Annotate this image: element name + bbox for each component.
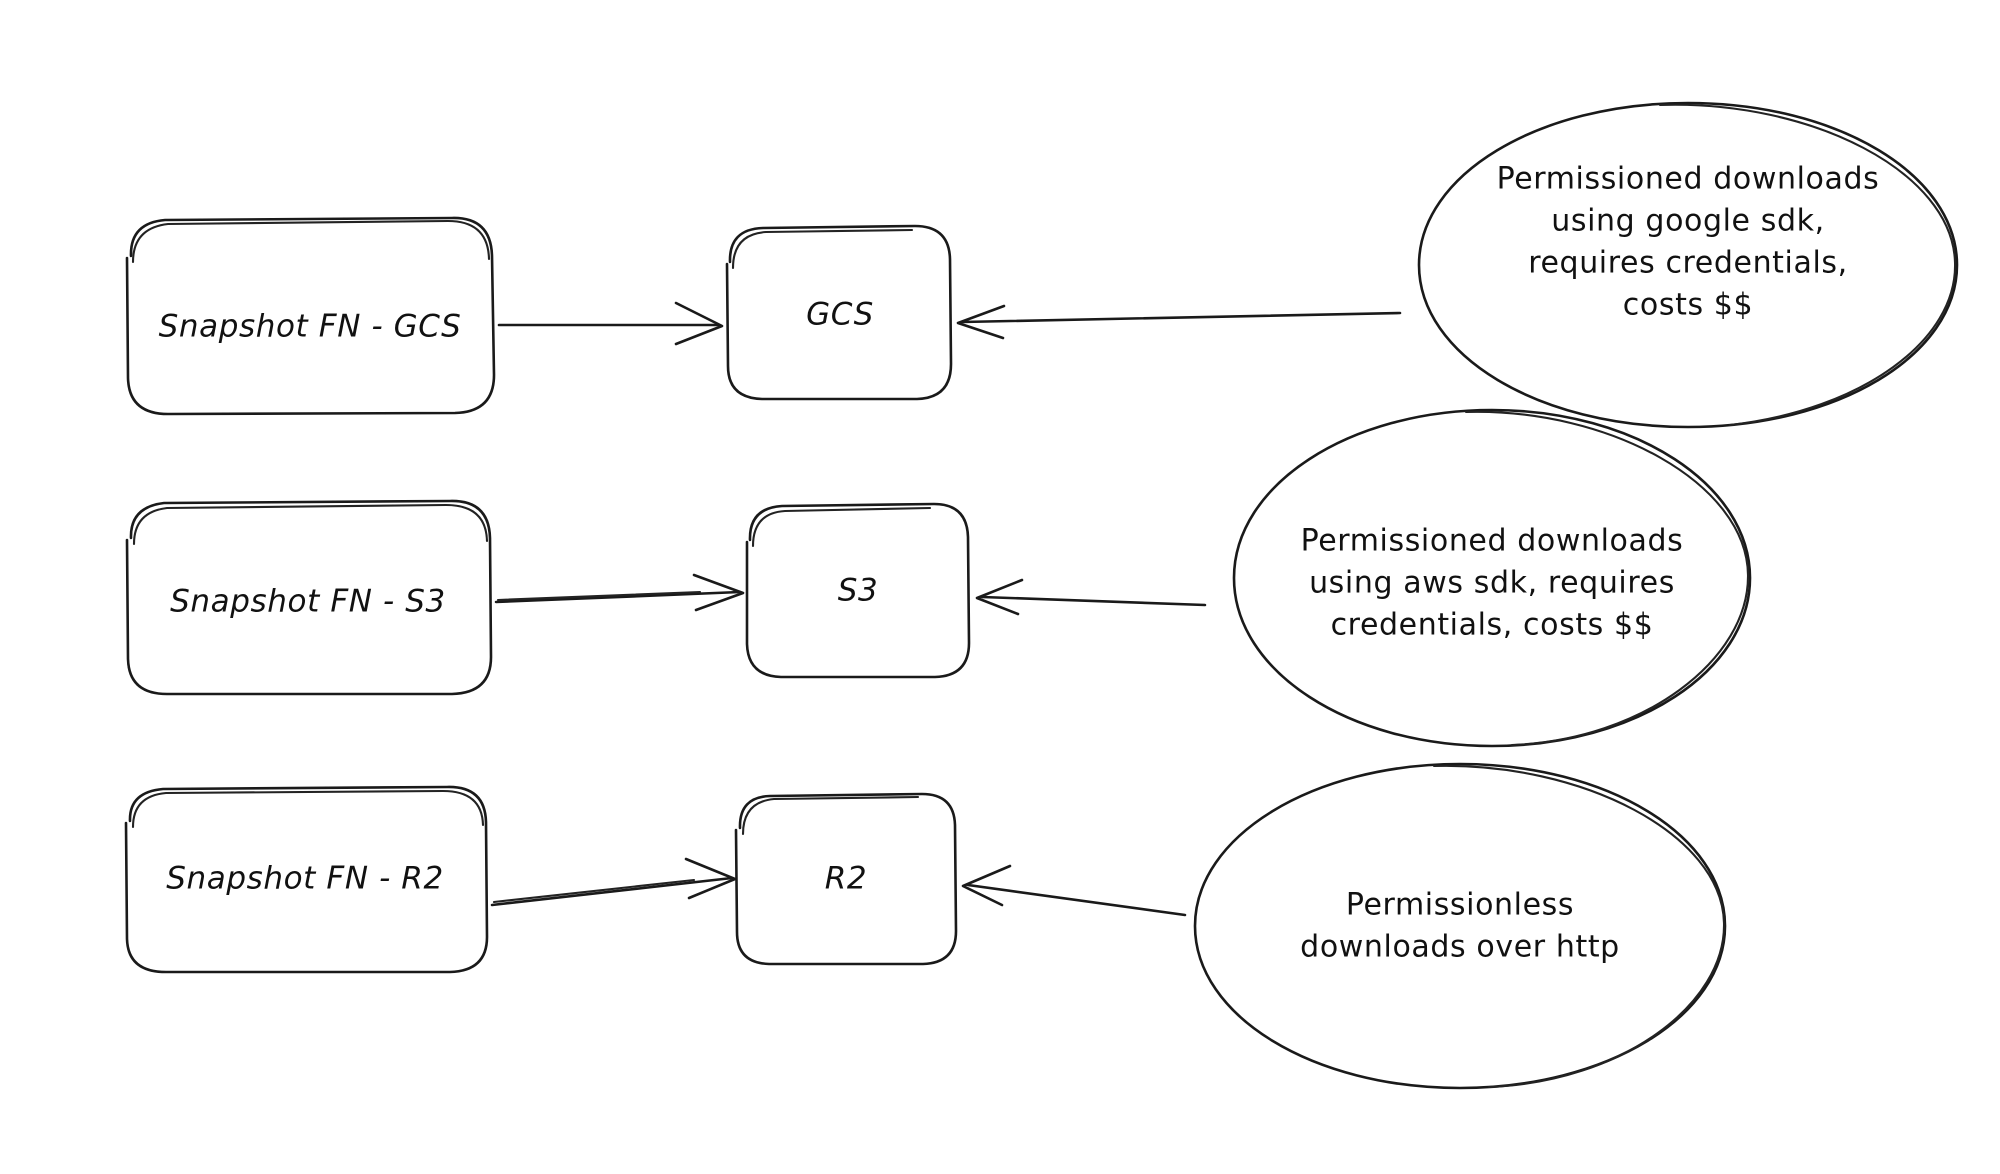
edge-note-to-gcs — [956, 304, 1402, 340]
node-label-s3: S3 — [838, 573, 879, 609]
node-snapshot-fn-s3[interactable]: Snapshot FN - S3 — [125, 499, 493, 696]
edge-snapshot-fn-r2-to-r2 — [490, 857, 737, 907]
gcs-row: Snapshot FN - GCS GCS — [125, 101, 1959, 429]
note-gcs-line-4: costs $$ — [1623, 288, 1753, 323]
note-s3-permissioned-downloads[interactable]: Permissioned downloads using aws sdk, re… — [1232, 408, 1752, 748]
note-r2-line-1: Permissionless — [1346, 888, 1574, 923]
node-label-snapshot-fn-r2: Snapshot FN - R2 — [166, 861, 444, 897]
note-s3-line-3: credentials, costs $$ — [1331, 608, 1654, 643]
s3-row: Snapshot FN - S3 S3 — [125, 408, 1752, 748]
note-gcs-line-2: using google sdk, — [1551, 204, 1824, 239]
note-r2-line-2: downloads over http — [1300, 930, 1620, 965]
r2-row: Snapshot FN - R2 R2 — [124, 762, 1727, 1090]
edge-note-to-r2 — [961, 864, 1187, 917]
node-snapshot-fn-r2[interactable]: Snapshot FN - R2 — [124, 785, 489, 974]
node-s3[interactable]: S3 — [745, 502, 971, 679]
node-gcs[interactable]: GCS — [725, 224, 953, 401]
edge-snapshot-fn-gcs-to-gcs — [497, 301, 724, 346]
node-label-snapshot-fn-s3: Snapshot FN - S3 — [170, 584, 446, 620]
note-gcs-line-1: Permissioned downloads — [1497, 162, 1880, 197]
node-snapshot-fn-gcs[interactable]: Snapshot FN - GCS — [125, 216, 496, 416]
node-r2[interactable]: R2 — [734, 792, 958, 966]
note-r2-permissionless-downloads[interactable]: Permissionless downloads over http — [1193, 762, 1727, 1090]
edge-note-to-s3 — [975, 578, 1207, 616]
note-s3-line-2: using aws sdk, requires — [1309, 566, 1675, 601]
node-label-r2: R2 — [825, 861, 867, 897]
node-label-gcs: GCS — [806, 297, 874, 333]
node-label-snapshot-fn-gcs: Snapshot FN - GCS — [159, 309, 462, 345]
note-gcs-line-3: requires credentials, — [1528, 246, 1848, 281]
edge-snapshot-fn-s3-to-s3 — [494, 573, 745, 612]
note-s3-line-1: Permissioned downloads — [1301, 524, 1684, 559]
note-gcs-permissioned-downloads[interactable]: Permissioned downloads using google sdk,… — [1417, 101, 1959, 429]
